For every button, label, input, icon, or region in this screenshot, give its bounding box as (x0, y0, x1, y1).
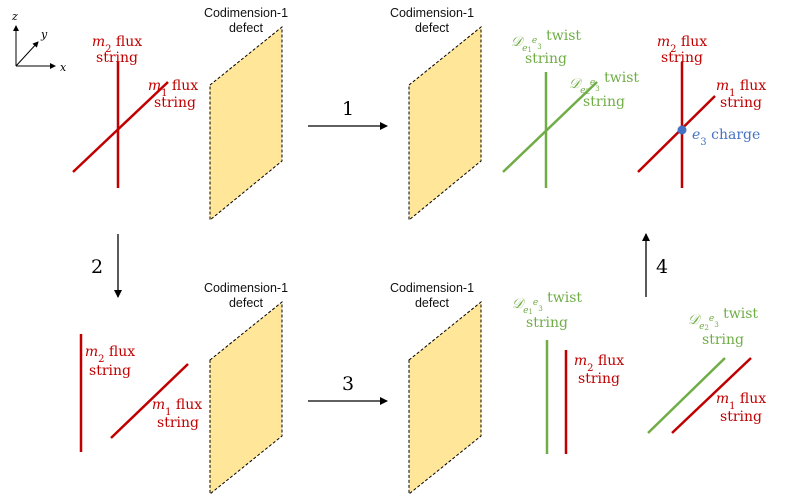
defect-label-line1: Codimension-1 (204, 281, 288, 295)
codimension-defect-sheet (209, 25, 283, 222)
step-4-label: 4 (656, 256, 668, 278)
defect-label-line2: defect (415, 296, 450, 310)
y-axis-label: y (40, 28, 48, 41)
d-e1e3-string-label: string (526, 315, 568, 331)
m1-flux-string-line (110, 363, 189, 439)
m2-string-label: string (661, 50, 703, 66)
codimension-defect-sheet (408, 25, 482, 222)
m1-flux-string-line (671, 357, 752, 434)
m1-flux-label: m1 flux (148, 78, 198, 99)
panel-bottom-right: 𝒟e2e3 twist string m1 flux string (647, 306, 766, 434)
defect-label-line1: Codimension-1 (390, 281, 474, 295)
panel-top-far-right: m2 flux string m1 flux string e3 charge (637, 34, 766, 188)
d-e1e3-twist-label: 𝒟e1e3 twist (512, 290, 583, 316)
m1-string-label: string (720, 409, 762, 425)
d-e2e3-twist-label: 𝒟e2e3 twist (688, 306, 759, 332)
m2-string-label: string (578, 371, 620, 387)
panel-bottom-middle: Codimension-1 defect 𝒟e1e3 twist string … (390, 281, 624, 496)
defect-label-line1: Codimension-1 (390, 6, 474, 20)
d-e2e3-twist-label: 𝒟e2e3 twist (569, 70, 640, 96)
d-e2e3-twist-string-line (647, 357, 726, 434)
d-e2e3-string-label: string (702, 332, 744, 348)
step-3-arrow: 3 (308, 373, 388, 405)
panel-bottom-left: m2 flux string m1 flux string Codimensio… (79, 281, 288, 496)
defect-label-line2: defect (415, 21, 450, 35)
d-e1e3-string-label: string (525, 51, 567, 67)
m1-flux-string-line (72, 81, 169, 173)
z-axis-label: z (11, 10, 18, 23)
defect-label-line2: defect (229, 296, 264, 310)
m2-string-label: string (96, 50, 138, 66)
defect-label-line2: defect (229, 21, 264, 35)
m2-flux-label: m2 flux (85, 344, 135, 365)
codimension-defect-sheet (408, 300, 482, 496)
e3-charge-dot (677, 125, 687, 135)
step-3-label: 3 (342, 373, 354, 395)
m2-flux-label: m2 flux (657, 34, 707, 55)
m1-flux-label: m1 flux (716, 78, 766, 99)
d-e2e3-twist-string-line (502, 81, 598, 173)
step-4-arrow: 4 (642, 233, 668, 297)
codimension-defect-sheet (209, 300, 283, 496)
y-axis-arrow (15, 41, 39, 67)
step-2-arrow: 2 (91, 234, 122, 298)
m2-flux-label: m2 flux (574, 353, 624, 374)
panel-top-left: m2 flux string m1 flux string Codimensio… (72, 6, 288, 222)
panel-top-right: Codimension-1 defect 𝒟e1e3 twist string … (390, 6, 640, 222)
defect-label-line1: Codimension-1 (204, 6, 288, 20)
x-axis-label: x (60, 61, 67, 74)
m2-flux-label: m2 flux (92, 34, 142, 55)
m1-flux-string-line (637, 95, 716, 173)
m1-string-label: string (157, 415, 199, 431)
m1-flux-label: m1 flux (716, 391, 766, 412)
m1-string-label: string (154, 95, 196, 111)
e3-charge-label: e3 charge (692, 127, 760, 148)
step-1-arrow: 1 (308, 98, 388, 130)
coordinate-axes: z y x (11, 10, 67, 74)
step-2-label: 2 (91, 256, 103, 278)
d-e2e3-string-label: string (583, 94, 625, 110)
step-1-label: 1 (342, 98, 354, 120)
m2-string-label: string (89, 363, 131, 379)
m1-flux-label: m1 flux (152, 397, 202, 418)
d-e1e3-twist-label: 𝒟e1e3 twist (511, 28, 582, 54)
m1-string-label: string (720, 95, 762, 111)
